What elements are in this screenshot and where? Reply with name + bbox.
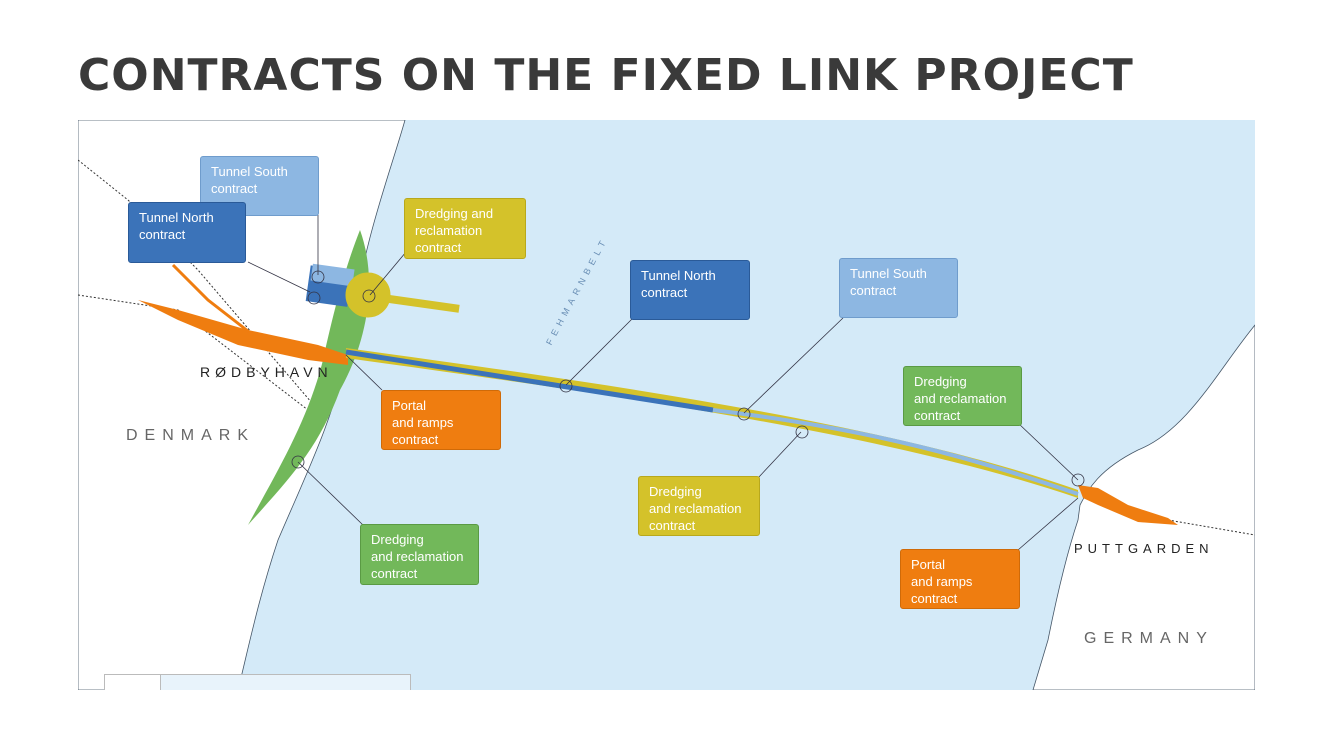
orange-branch-dk [171, 263, 254, 337]
box-portal-dk: Portal and ramps contract [381, 390, 501, 450]
box-tunnel-north-mid: Tunnel North contract [630, 260, 750, 320]
germany-land [1032, 324, 1255, 690]
box-dredging-dk-bottom: Dredging and reclamation contract [360, 524, 479, 585]
page-title: CONTRACTS ON THE FIXED LINK PROJECT [78, 50, 1134, 101]
box-tunnel-north-dk: Tunnel North contract [128, 202, 246, 263]
label-germany: GERMANY [1084, 630, 1214, 647]
box-dredging-de: Dredging and reclamation contract [903, 366, 1022, 426]
orange-portal-dk [138, 300, 348, 365]
leader-lines [247, 215, 1085, 551]
tunnel-south-line [712, 408, 1079, 496]
label-denmark: DENMARK [126, 427, 256, 444]
orange-portal-de [1078, 485, 1178, 525]
box-tunnel-south-dk: Tunnel South contract [200, 156, 319, 216]
label-puttgarden: PUTTGARDEN [1074, 541, 1214, 556]
box-portal-de: Portal and ramps contract [900, 549, 1020, 609]
railway-line [1167, 519, 1255, 536]
box-tunnel-south-mid: Tunnel South contract [839, 258, 958, 318]
tunnel-north-line [345, 349, 714, 413]
box-dredging-dk-top: Dredging and reclamation contract [404, 198, 526, 259]
map-legend-bar [104, 674, 411, 690]
box-dredging-mid: Dredging and reclamation contract [638, 476, 760, 536]
project-map: RØDBYHAVN DENMARK PUTTGARDEN GERMANY FEH… [78, 120, 1255, 690]
label-rodbyhavn: RØDBYHAVN [200, 364, 333, 380]
